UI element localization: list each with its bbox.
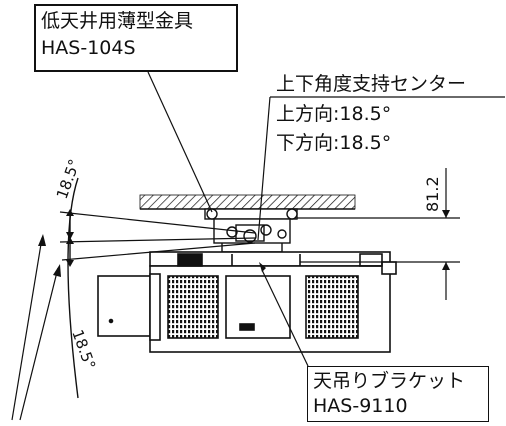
bottom-bracket-name: 天吊りブラケット bbox=[313, 370, 466, 392]
ceiling-mount-bracket bbox=[204, 208, 298, 253]
tilt-up-label: 上方向:18.5° bbox=[276, 103, 392, 125]
projector-body bbox=[97, 251, 397, 353]
pivot-center-title: 上下角度支持センター bbox=[276, 73, 467, 95]
angle-arc bbox=[66, 177, 79, 399]
callout-box-top-bracket bbox=[34, 4, 238, 72]
top-bracket-name: 低天井用薄型金具 bbox=[41, 10, 194, 32]
ceiling-hatch bbox=[139, 194, 356, 210]
top-bracket-model: HAS-104S bbox=[41, 37, 136, 59]
dimension-label: 81.2 bbox=[423, 176, 442, 212]
callout-box-bottom-bracket bbox=[307, 366, 489, 422]
dimension-81-2 bbox=[297, 168, 460, 300]
bottom-bracket-model: HAS-9110 bbox=[313, 395, 408, 417]
angle-lines bbox=[59, 211, 256, 261]
tilt-down-label: 下方向:18.5° bbox=[276, 132, 392, 154]
leader-lines bbox=[147, 71, 505, 367]
angle-upper-arc-label: 18.5° bbox=[53, 157, 84, 202]
light-direction-arrows bbox=[11, 234, 61, 421]
